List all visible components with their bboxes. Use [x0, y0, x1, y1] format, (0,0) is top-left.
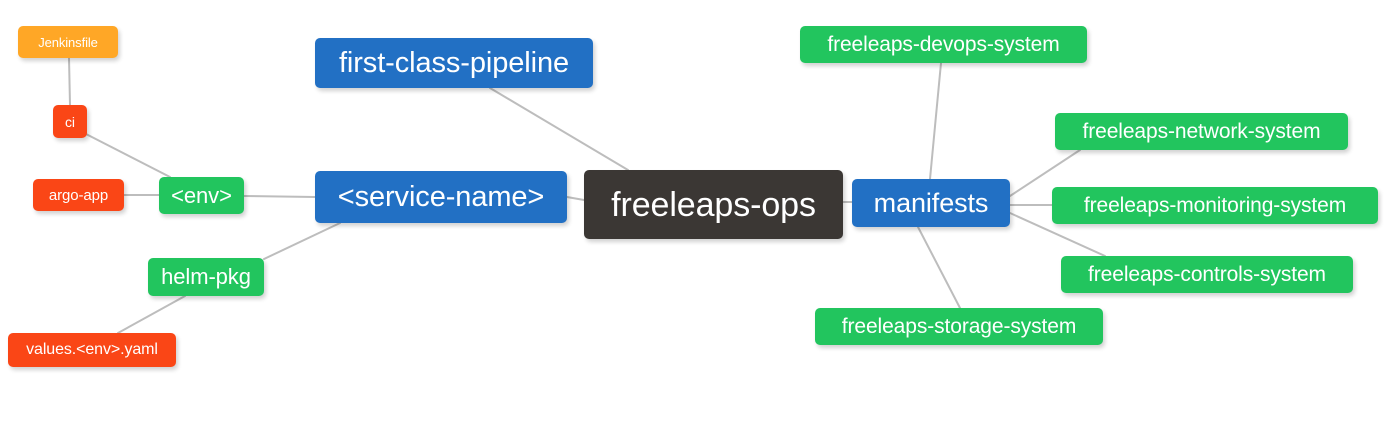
edge-manifests-to-freeleaps-devops-system — [929, 62, 942, 180]
node-label-helm-pkg: helm-pkg — [161, 264, 251, 289]
node-values-env-yaml[interactable]: values.<env>.yaml — [8, 333, 176, 367]
node-label-freeleaps-network-system: freeleaps-network-system — [1082, 120, 1321, 143]
node-label-service-name: <service-name> — [337, 180, 545, 213]
node-freeleaps-network-system[interactable]: freeleaps-network-system — [1055, 113, 1348, 150]
node-label-env: <env> — [171, 182, 232, 208]
node-ci[interactable]: ci — [53, 105, 87, 138]
node-label-ci: ci — [65, 113, 75, 130]
node-env[interactable]: <env> — [159, 177, 244, 214]
node-label-argo-app: argo-app — [48, 186, 109, 204]
node-jenkinsfile[interactable]: Jenkinsfile — [18, 26, 118, 58]
node-helm-pkg[interactable]: helm-pkg — [148, 258, 264, 296]
edge-manifests-to-freeleaps-storage-system — [917, 226, 961, 309]
edge-env-to-service-name — [243, 195, 316, 198]
node-freeleaps-controls-system[interactable]: freeleaps-controls-system — [1061, 256, 1353, 293]
node-label-freeleaps-controls-system: freeleaps-controls-system — [1088, 263, 1326, 286]
node-label-freeleaps-storage-system: freeleaps-storage-system — [841, 315, 1077, 338]
node-label-freeleaps-monitoring-system: freeleaps-monitoring-system — [1083, 194, 1347, 217]
node-service-name[interactable]: <service-name> — [315, 171, 567, 223]
edge-service-name-to-helm-pkg — [263, 222, 341, 260]
node-label-jenkinsfile: Jenkinsfile — [38, 34, 98, 50]
node-label-manifests: manifests — [873, 187, 989, 218]
edge-helm-pkg-to-values-env-yaml — [117, 295, 186, 334]
node-freeleaps-monitoring-system[interactable]: freeleaps-monitoring-system — [1052, 187, 1378, 224]
edge-jenkinsfile-to-ci — [68, 57, 71, 106]
node-label-freeleaps-ops: freeleaps-ops — [611, 185, 816, 224]
node-label-freeleaps-devops-system: freeleaps-devops-system — [827, 33, 1060, 56]
node-freeleaps-ops[interactable]: freeleaps-ops — [584, 170, 843, 239]
node-manifests[interactable]: manifests — [852, 179, 1010, 227]
node-argo-app[interactable]: argo-app — [33, 179, 124, 211]
node-label-values-env-yaml: values.<env>.yaml — [26, 341, 158, 358]
edge-first-class-pipeline-to-freeleaps-ops — [489, 87, 629, 171]
edge-service-name-to-freeleaps-ops — [566, 196, 585, 201]
node-freeleaps-devops-system[interactable]: freeleaps-devops-system — [800, 26, 1087, 63]
node-label-first-class-pipeline: first-class-pipeline — [338, 46, 570, 79]
node-first-class-pipeline[interactable]: first-class-pipeline — [315, 38, 593, 88]
edge-ci-to-env — [85, 133, 171, 178]
node-freeleaps-storage-system[interactable]: freeleaps-storage-system — [815, 308, 1103, 345]
